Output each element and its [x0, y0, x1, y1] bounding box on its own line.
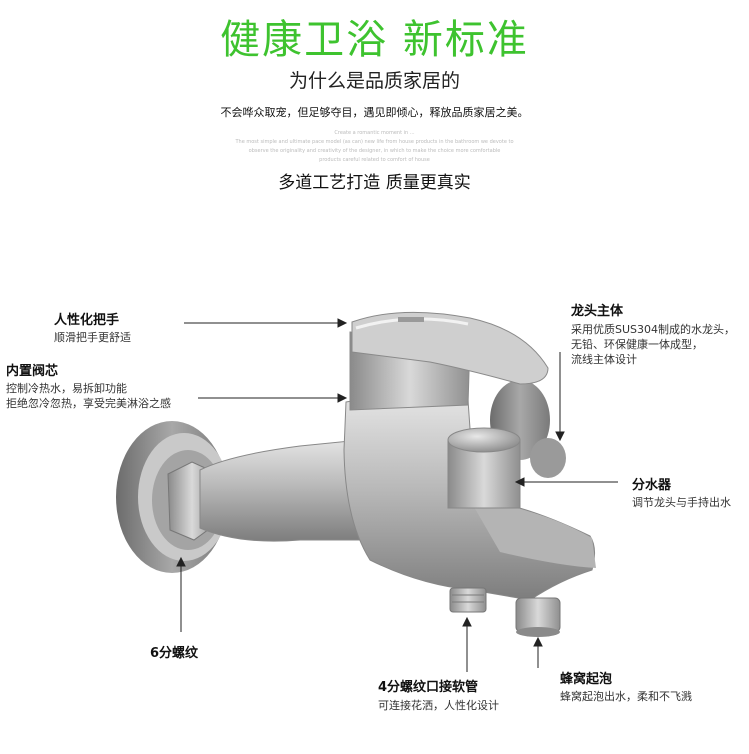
callout-body-desc: 流线主体设计	[571, 353, 637, 366]
fine-print-line: products careful related to comfort of h…	[319, 157, 430, 163]
callout-body-desc: 采用优质SUS304制成的水龙头，	[571, 323, 736, 336]
callout-hose-title: 4分螺纹口接软管	[378, 680, 479, 695]
aerator	[515, 597, 561, 637]
callout-body-title: 龙头主体	[571, 304, 624, 319]
callout-handle-title: 人性化把手	[54, 313, 120, 328]
page-subtitle: 为什么是品质家居的	[288, 70, 460, 92]
callout-handle-desc: 顺滑把手更舒适	[54, 331, 131, 344]
callout-valve-title: 内置阀芯	[6, 364, 59, 379]
fine-print-line: The most simple and ultimate pace model …	[235, 139, 514, 145]
page-title: 健康卫浴 新标准	[220, 17, 529, 63]
callout-hose-desc: 可连接花洒，人性化设计	[378, 699, 499, 712]
callout-thread-title: 6分螺纹	[150, 646, 199, 661]
callout-aerator-desc: 蜂窝起泡出水，柔和不飞溅	[560, 690, 692, 703]
callout-valve-desc: 控制冷热水，易拆卸功能	[6, 382, 127, 395]
diverter-knob	[447, 427, 521, 509]
handle	[349, 311, 549, 411]
tagline: 不会哗众取宠，但足够夺目，遇见即倾心，释放品质家居之美。	[220, 106, 529, 119]
callout-diverter-desc: 调节龙头与手持出水	[632, 496, 731, 509]
hose-connector	[449, 587, 487, 613]
callout-diverter-title: 分水器	[632, 478, 672, 493]
pointer-lines	[176, 318, 618, 672]
callout-valve-desc: 拒绝忽冷忽热，享受完美淋浴之感	[6, 397, 171, 410]
process-heading: 多道工艺打造 质量更真实	[278, 173, 471, 193]
fine-print-line: Create a romantic moment in ...	[334, 130, 415, 136]
callout-body-desc: 无铅、环保健康一体成型，	[571, 338, 703, 351]
fine-print-line: observe the originality and creativity o…	[248, 148, 501, 154]
callout-aerator-title: 蜂窝起泡	[560, 672, 613, 687]
